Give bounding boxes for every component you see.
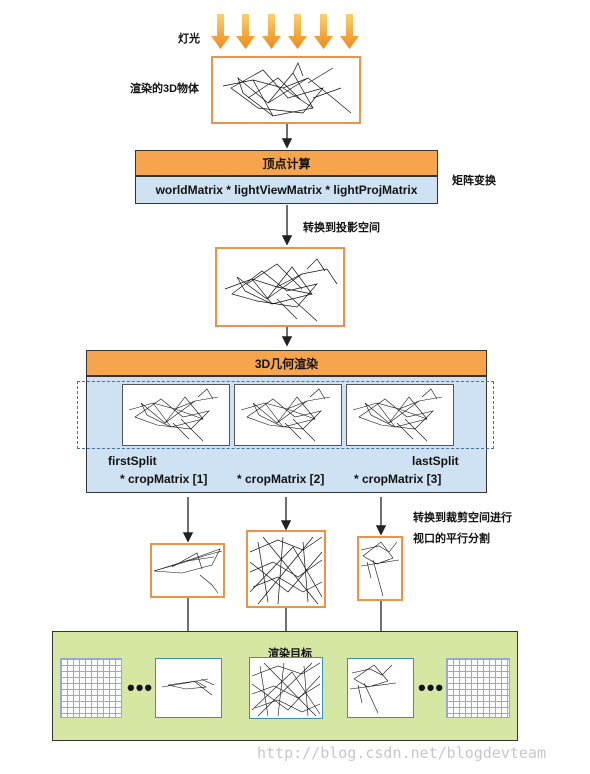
rendered-object-frame <box>211 56 361 124</box>
wireframe-object-icon <box>224 258 338 322</box>
wireframe-object-icon <box>128 388 219 442</box>
first-split-label: firstSplit <box>108 454 157 468</box>
cropped-view-2 <box>246 530 326 608</box>
projected-object-frame <box>215 247 345 327</box>
clip-space-label-line1: 转换到裁剪空间进行 <box>413 512 512 524</box>
matrix-transform-label: 矩阵变换 <box>452 175 496 187</box>
cropped-view-3 <box>357 536 403 601</box>
matrix-formula: worldMatrix * lightViewMatrix * lightPro… <box>135 176 438 204</box>
split-view-2 <box>234 384 342 446</box>
rendered-object-label: 渲染的3D物体 <box>130 83 200 95</box>
ellipsis-right: ••• <box>418 675 445 700</box>
render-target-view-2 <box>249 657 323 719</box>
wireframe-object-icon <box>153 548 223 594</box>
vertex-calc-header: 顶点计算 <box>135 150 438 176</box>
to-projection-space-label: 转换到投影空间 <box>303 222 380 234</box>
crop-matrix-2-label: * cropMatrix [2] <box>237 472 325 486</box>
wireframe-object-icon <box>349 664 397 714</box>
render-target-view-3 <box>347 658 414 718</box>
light-label: 灯光 <box>178 33 200 45</box>
crop-matrix-3-label: * cropMatrix [3] <box>354 472 442 486</box>
split-view-1 <box>122 384 230 446</box>
wireframe-object-icon <box>360 541 400 597</box>
watermark: http://blog.csdn.net/blogdevteam <box>257 744 546 762</box>
geometry-render-header: 3D几何渲染 <box>86 350 487 376</box>
grid-texture-right <box>446 658 510 718</box>
cropped-view-1 <box>150 543 225 598</box>
wireframe-object-icon <box>249 536 323 605</box>
render-target-view-1 <box>155 658 222 718</box>
split-view-3 <box>346 384 454 446</box>
wireframe-object-icon <box>161 678 215 696</box>
grid-texture-left <box>60 658 122 718</box>
split-dashed-outline <box>77 381 494 449</box>
wireframe-object-icon <box>251 662 321 717</box>
clip-space-label-line2: 视口的平行分割 <box>413 533 490 545</box>
wireframe-object-icon <box>352 388 443 442</box>
light-arrows <box>211 14 359 49</box>
wireframe-object-icon <box>222 62 352 117</box>
last-split-label: lastSplit <box>412 454 459 468</box>
crop-matrix-1-label: * cropMatrix [1] <box>120 472 208 486</box>
wireframe-object-icon <box>240 388 331 442</box>
ellipsis-left: ••• <box>127 675 154 700</box>
